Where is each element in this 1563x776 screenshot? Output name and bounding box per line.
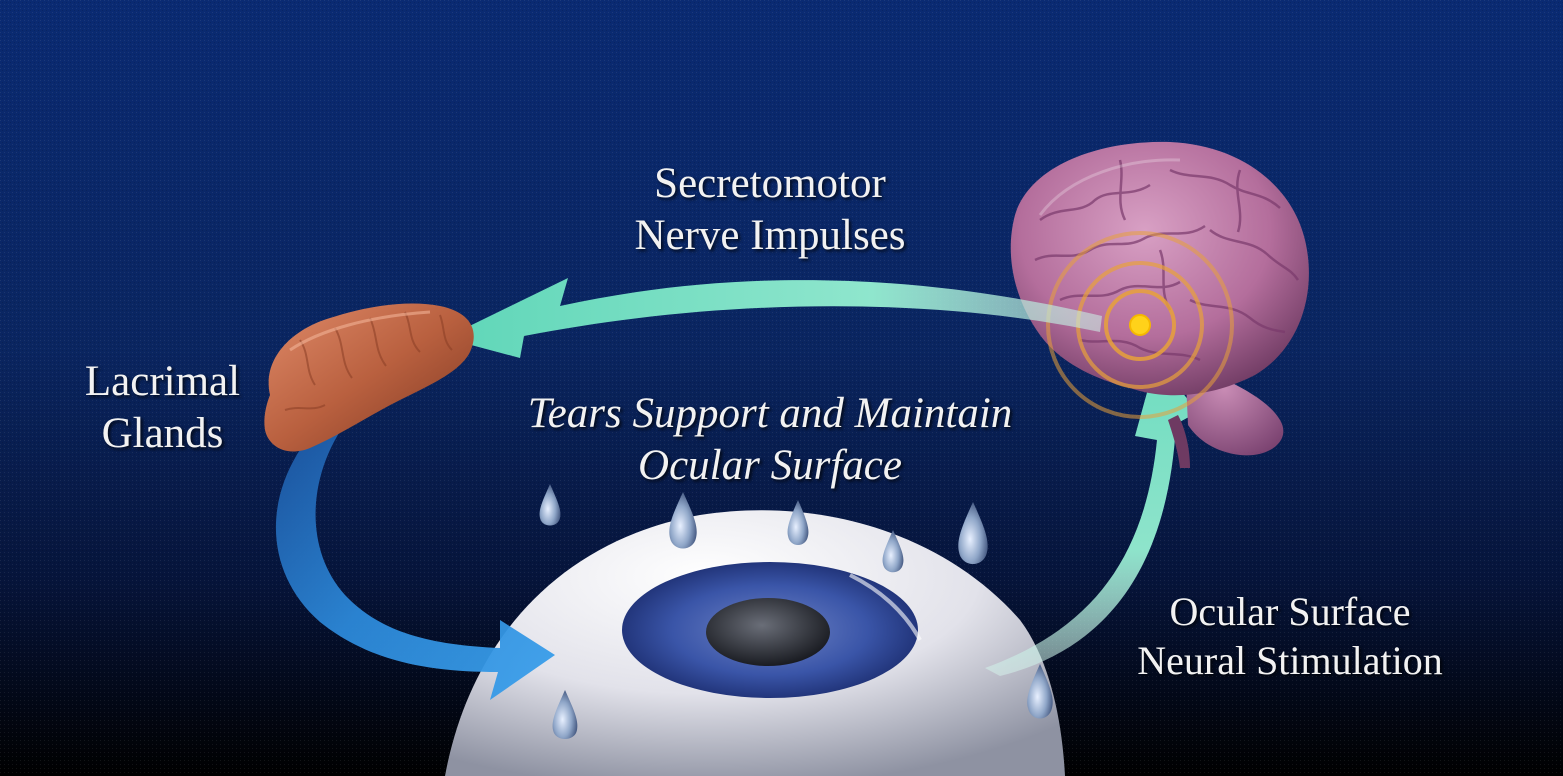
pupil <box>706 598 830 666</box>
secretomotor-label-line1: Secretomotor <box>560 158 980 210</box>
tears-label-line2: Ocular Surface <box>440 440 1100 492</box>
ocular-label-line2: Neural Stimulation <box>1090 637 1490 686</box>
lacrimal-glands-label: Lacrimal Glands <box>40 356 285 461</box>
neural-source-point <box>1130 315 1150 335</box>
tears-support-label: Tears Support and Maintain Ocular Surfac… <box>440 388 1100 493</box>
tears-label-line1: Tears Support and Maintain <box>440 388 1100 440</box>
ocular-surface-label: Ocular Surface Neural Stimulation <box>1090 588 1490 686</box>
ocular-label-line1: Ocular Surface <box>1090 588 1490 637</box>
secretomotor-label-line2: Nerve Impulses <box>560 210 980 262</box>
lacrimal-label-line2: Glands <box>40 408 285 460</box>
secretomotor-label: Secretomotor Nerve Impulses <box>560 158 980 263</box>
lacrimal-label-line1: Lacrimal <box>40 356 285 408</box>
